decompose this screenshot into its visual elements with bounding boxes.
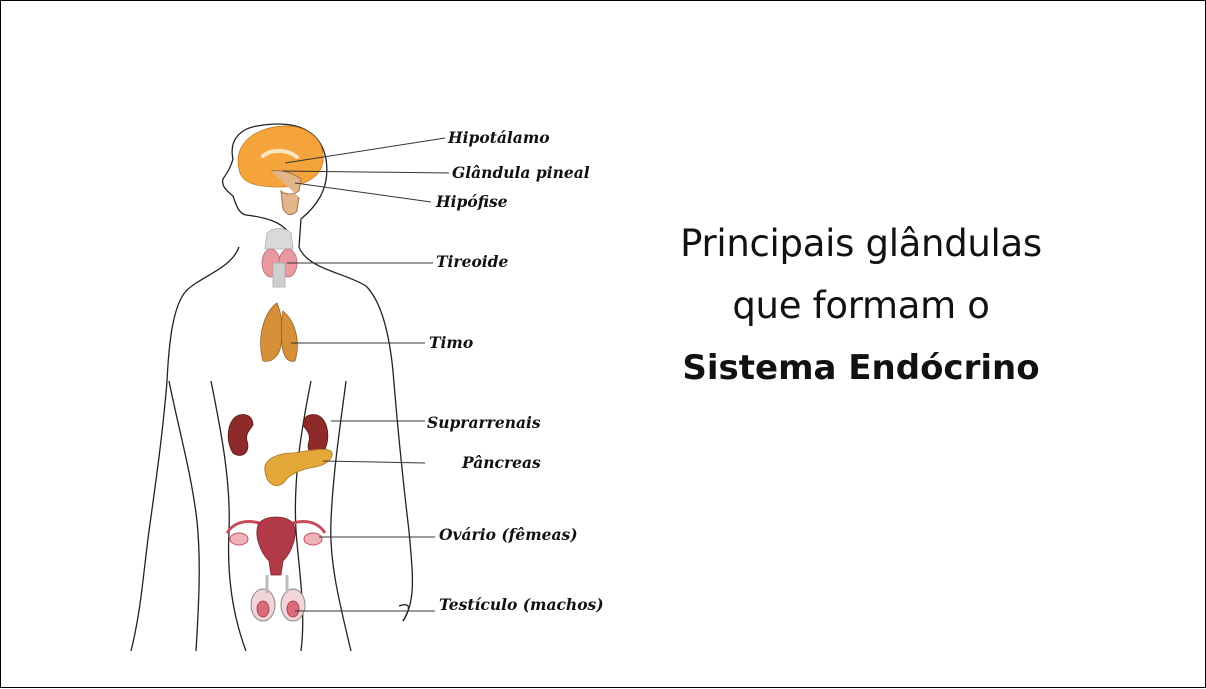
- thymus: [261, 303, 298, 361]
- label-pancreas: Pâncreas: [461, 453, 541, 472]
- label-glandula-pineal: Glândula pineal: [452, 163, 590, 182]
- thyroid: [262, 229, 297, 288]
- title-line-3: Sistema Endócrino: [641, 337, 1081, 399]
- label-testiculo: Testículo (machos): [439, 595, 604, 614]
- label-tireoide: Tireoide: [436, 252, 509, 271]
- label-hipofise: Hipófise: [435, 192, 508, 211]
- label-timo: Timo: [429, 333, 473, 352]
- testes: [251, 575, 305, 621]
- label-hipotalamo: Hipotálamo: [447, 128, 550, 147]
- uterus-ovaries: [227, 517, 325, 575]
- label-suprarrenais: Suprarrenais: [427, 413, 541, 432]
- slide-title: Principais glândulas que formam o Sistem…: [641, 213, 1081, 399]
- pancreas: [265, 449, 332, 485]
- title-line-2: que formam o: [641, 275, 1081, 337]
- title-line-1: Principais glândulas: [641, 213, 1081, 275]
- adrenal-kidneys: [228, 414, 328, 455]
- brain: [238, 126, 323, 215]
- label-ovario: Ovário (fêmeas): [439, 525, 578, 544]
